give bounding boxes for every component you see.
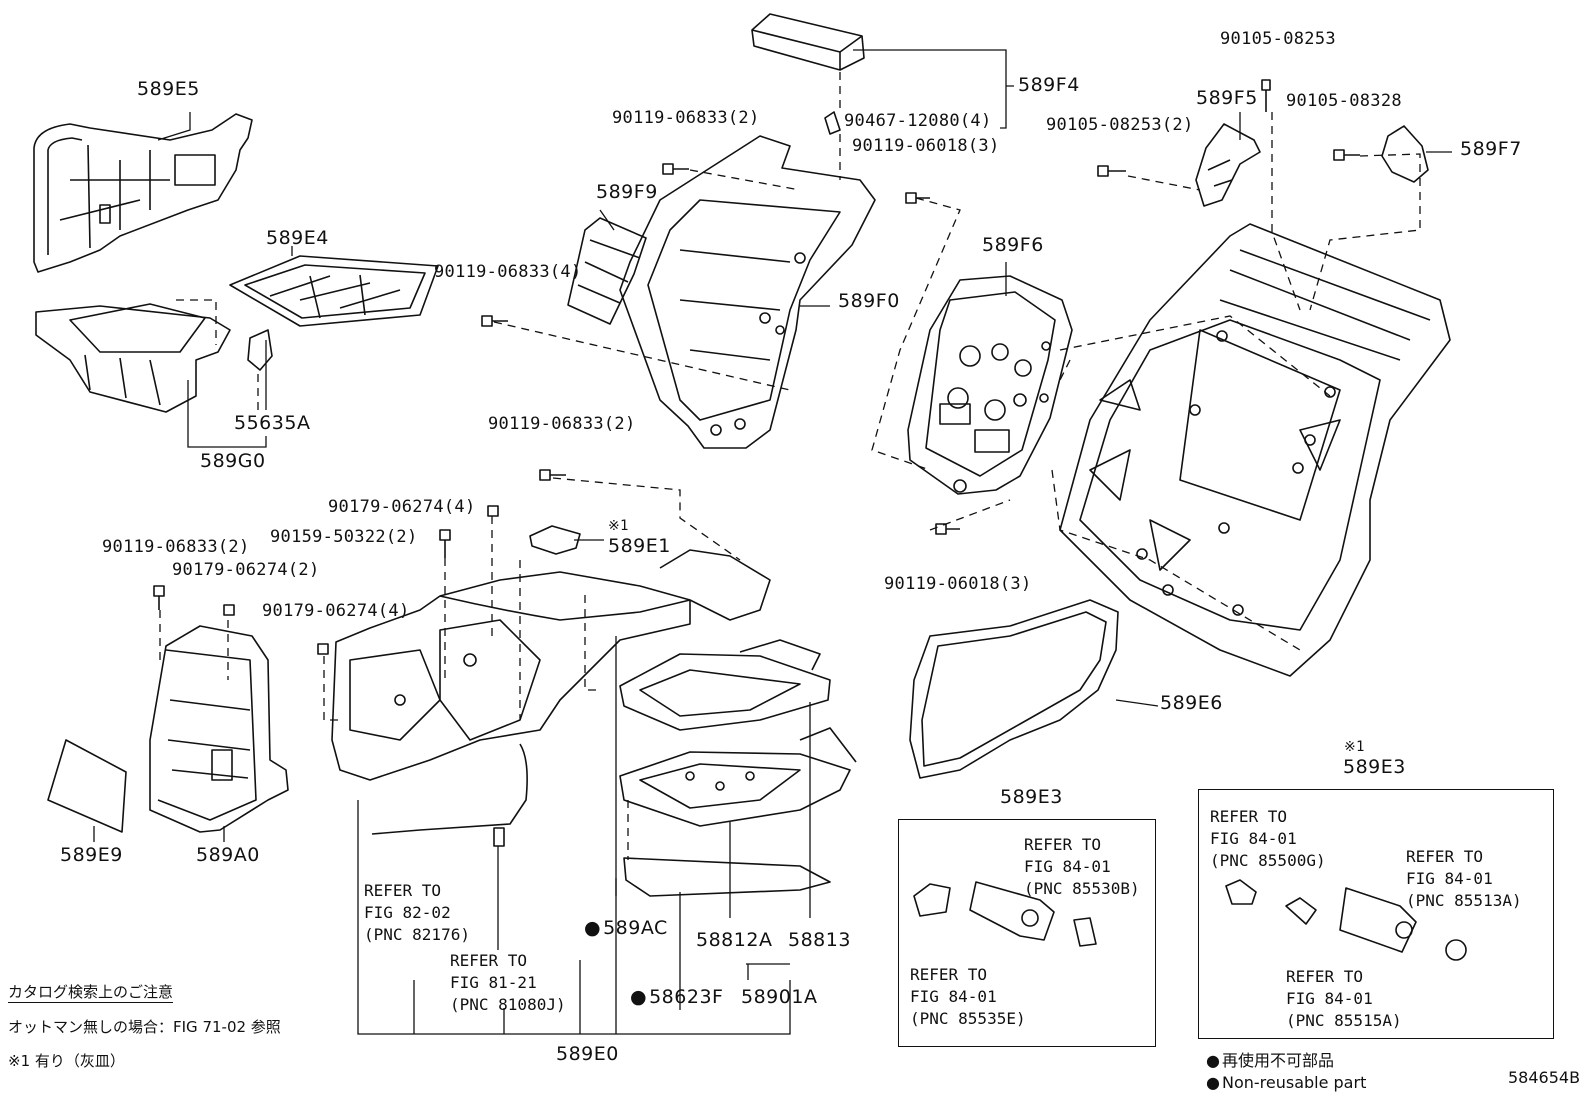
label-58812A: 58812A	[696, 929, 773, 951]
refer-fig-82-02[interactable]: REFER TO FIG 82-02 (PNC 82176)	[364, 881, 470, 944]
label-589A0: 589A0	[196, 844, 260, 866]
label-589F9: 589F9	[596, 181, 658, 203]
label-589F0: 589F0	[838, 290, 900, 312]
catalog-note-line1: オットマン無しの場合：FIG 71-02 参照	[8, 1018, 281, 1036]
bolt-glyphs	[153, 79, 1360, 655]
bracket-589F6-shape	[907, 275, 1073, 495]
trim-589E6-shape	[909, 599, 1119, 779]
note-mark-1: ※1	[608, 518, 629, 534]
tray-58813-shape	[619, 727, 857, 827]
legend-jp: 再使用不可部品	[1206, 1047, 1334, 1071]
label-589E3-right: 589E3	[1343, 756, 1406, 778]
label-589E1: 589E1	[608, 535, 671, 557]
figure-id: 584654B	[1508, 1068, 1581, 1087]
frame-589F0-shape	[619, 135, 876, 449]
box-589E3-left	[898, 819, 1156, 1047]
tray-58812A-shape	[619, 639, 831, 731]
label-bolt-90119-06018-a: 90119-06018(3)	[852, 136, 1000, 156]
clip-55635A-shape	[247, 329, 273, 371]
panel-589E5-shape	[33, 113, 253, 273]
label-589E5: 589E5	[137, 78, 200, 100]
catalog-note-title: カタログ検索上のご注意	[8, 983, 174, 1003]
refer-fig-81-21[interactable]: REFER TO FIG 81-21 (PNC 81080J)	[450, 951, 566, 1014]
refer-fig-84-01-85535E[interactable]: REFER TO FIG 84-01 (PNC 85535E)	[910, 965, 1026, 1028]
label-bolt-90179-06274-c: 90179-06274(4)	[262, 601, 410, 621]
box-589G0-shape	[35, 303, 231, 413]
label-bolt-90179-06274-a: 90179-06274(4)	[328, 497, 476, 517]
label-589G0: 589G0	[200, 450, 266, 472]
box-589E3-right	[1198, 789, 1554, 1039]
pad-589E9-shape	[47, 739, 127, 833]
label-bolt-90105-08253: 90105-08253	[1220, 29, 1336, 49]
refer-fig-84-01-85500G[interactable]: REFER TO FIG 84-01 (PNC 85500G)	[1210, 807, 1326, 870]
refer-fig-84-01-85515A[interactable]: REFER TO FIG 84-01 (PNC 85515A)	[1286, 967, 1402, 1030]
console-589E0-shape	[331, 549, 771, 781]
bracket-589F5-shape	[1195, 123, 1261, 207]
label-55635A: 55635A	[234, 412, 311, 434]
label-589F6: 589F6	[982, 234, 1044, 256]
catalog-note-line2: ※1 有り（灰皿）	[8, 1052, 125, 1070]
label-bolt-90467-12080: 90467-12080(4)	[844, 111, 992, 131]
label-589F4: 589F4	[1018, 74, 1080, 96]
mat-589E4-shape	[229, 255, 439, 327]
label-58623F: 58623F	[630, 988, 723, 1007]
label-589E4: 589E4	[266, 227, 329, 249]
label-bolt-90159-50322: 90159-50322(2)	[270, 527, 418, 547]
label-bolt-90105-08328: 90105-08328	[1286, 91, 1402, 111]
gasket-58623F-shape	[623, 857, 831, 897]
label-bolt-90119-06833-a: 90119-06833(2)	[612, 108, 760, 128]
label-589E3-left: 589E3	[1000, 786, 1063, 808]
label-58813: 58813	[788, 929, 851, 951]
label-58901A: 58901A	[741, 986, 818, 1008]
label-589AC: 589AC	[584, 919, 668, 938]
switch-parts-left-box	[913, 881, 1097, 947]
note-mark-2: ※1	[1344, 739, 1365, 755]
label-bolt-90105-08253-2: 90105-08253(2)	[1046, 115, 1194, 135]
label-589E0: 589E0	[556, 1043, 619, 1065]
label-589F5: 589F5	[1196, 87, 1258, 109]
refer-fig-84-01-85530B[interactable]: REFER TO FIG 84-01 (PNC 85530B)	[1024, 835, 1140, 898]
ottoman-589A0-shape	[149, 625, 289, 833]
lid-589F4-shape	[751, 13, 865, 135]
rear-panel-shape	[1059, 223, 1451, 677]
label-bolt-90119-06018-b: 90119-06018(3)	[884, 574, 1032, 594]
label-bolt-90179-06274-b: 90179-06274(2)	[172, 560, 320, 580]
label-bolt-90119-06833-d: 90119-06833(2)	[102, 537, 250, 557]
bracket-589F7-shape	[1381, 125, 1429, 183]
refer-fig-84-01-85513A[interactable]: REFER TO FIG 84-01 (PNC 85513A)	[1406, 847, 1522, 910]
label-bolt-90119-06833-b: 90119-06833(4)	[434, 262, 582, 282]
cover-589F9-shape	[567, 217, 647, 325]
wire-harness-shape	[371, 743, 528, 835]
legend-en: Non-reusable part	[1206, 1073, 1366, 1092]
label-589F7: 589F7	[1460, 138, 1522, 160]
label-589E9: 589E9	[60, 844, 123, 866]
label-bolt-90119-06833-c: 90119-06833(2)	[488, 414, 636, 434]
tray-589E1-shape	[529, 525, 581, 555]
switch-parts-right-box	[1225, 879, 1467, 961]
label-589E6: 589E6	[1160, 692, 1223, 714]
